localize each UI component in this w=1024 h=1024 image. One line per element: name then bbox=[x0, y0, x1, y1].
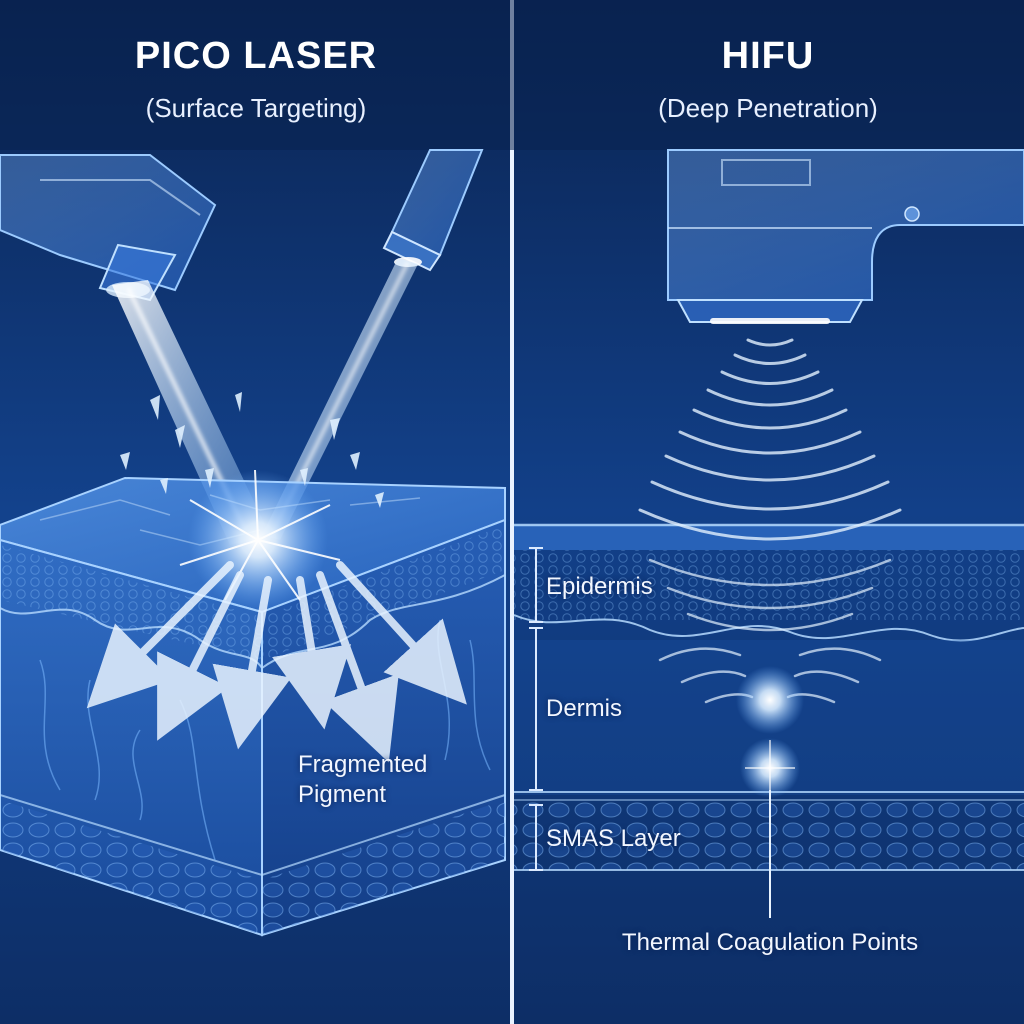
focusing-waves bbox=[648, 558, 892, 704]
thermal-coagulation-label: Thermal Coagulation Points bbox=[621, 929, 919, 956]
pigment-fragments bbox=[120, 392, 384, 508]
smas-layer-label: SMAS Layer bbox=[546, 825, 681, 852]
fragment-arrows bbox=[86, 561, 467, 763]
hifu-title: HIFU bbox=[721, 35, 815, 77]
pico-laser-title: PICO LASER bbox=[134, 35, 378, 77]
hifu-subtitle: (Deep Penetration) bbox=[658, 93, 878, 123]
hifu-transducer bbox=[667, 149, 1024, 324]
dermis-label: Dermis bbox=[546, 695, 622, 722]
thermal-point-1 bbox=[736, 666, 804, 734]
panel-divider bbox=[510, 0, 514, 1024]
pico-laser-illustration bbox=[0, 149, 506, 937]
hifu-heading: HIFU (Deep Penetration) bbox=[512, 32, 1024, 128]
header-band bbox=[0, 0, 1024, 150]
impact-sparks bbox=[179, 469, 341, 601]
layer-brackets bbox=[529, 547, 543, 871]
laser-handpiece-large bbox=[0, 154, 217, 302]
fragmented-pigment-label: Fragmented Pigment bbox=[298, 751, 428, 808]
hifu-illustration bbox=[513, 149, 1024, 918]
pico-laser-subtitle: (Surface Targeting) bbox=[145, 93, 367, 123]
pico-laser-heading: PICO LASER (Surface Targeting) bbox=[0, 32, 512, 128]
epidermis-label: Epidermis bbox=[546, 573, 653, 600]
ultrasound-waves bbox=[638, 338, 902, 541]
